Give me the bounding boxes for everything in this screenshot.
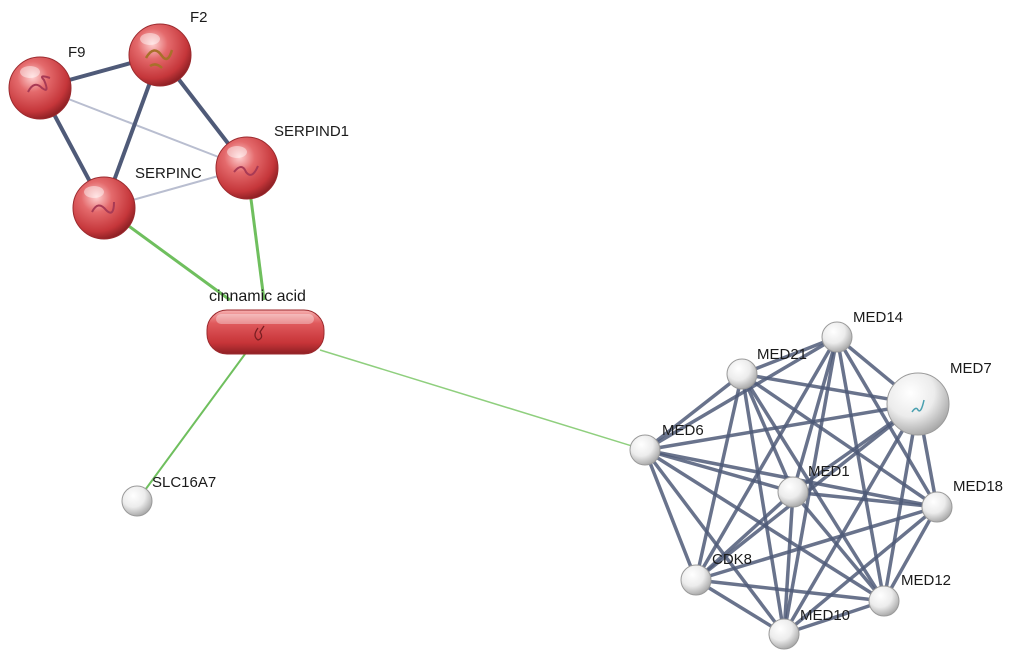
node-label-med12: MED12 xyxy=(901,572,951,589)
node-cinnamic-acid[interactable]: cinnamic acid xyxy=(206,288,325,355)
edge-f9-serpind1 xyxy=(39,87,248,169)
node-label-serpinc: SERPINC xyxy=(135,165,202,182)
protein-structure-icon xyxy=(911,399,925,413)
node-med6[interactable]: MED6 xyxy=(629,422,704,466)
edge-med xyxy=(782,403,920,635)
edge-cinnamic-med6 xyxy=(319,349,646,451)
edge-med xyxy=(782,336,839,635)
node-med10[interactable]: MED10 xyxy=(768,607,850,650)
edge-med xyxy=(695,505,938,582)
node-med12[interactable]: MED12 xyxy=(868,572,951,617)
edges xyxy=(38,53,939,636)
protein-structure-icon xyxy=(27,75,51,93)
edge-med xyxy=(741,335,838,376)
edge-med xyxy=(643,449,698,581)
edge-med xyxy=(782,491,795,635)
edge-med xyxy=(695,578,785,636)
node-med14[interactable]: MED14 xyxy=(821,309,903,353)
protein-structure-icon xyxy=(144,49,174,69)
edge-med xyxy=(740,373,795,493)
node-label-med7: MED7 xyxy=(950,360,992,377)
edge-med xyxy=(694,336,839,581)
node-cdk8[interactable]: CDK8 xyxy=(680,551,752,596)
node-label-med6: MED6 xyxy=(662,422,704,439)
edge-med xyxy=(783,599,885,636)
edge-med xyxy=(792,490,938,509)
node-serpind1[interactable]: SERPIND1 xyxy=(215,123,349,200)
node-f9[interactable]: F9 xyxy=(8,44,86,120)
edge-med xyxy=(643,448,786,636)
node-label-med1: MED1 xyxy=(808,463,850,480)
node-label-med10: MED10 xyxy=(800,607,850,624)
node-label-serpind1: SERPIND1 xyxy=(274,123,349,140)
edge-med xyxy=(643,372,744,452)
edge-med xyxy=(882,506,939,602)
node-serpinc[interactable]: SERPINC xyxy=(72,165,202,240)
edge-med xyxy=(695,578,885,603)
protein-structure-icon xyxy=(233,165,259,176)
edge-med xyxy=(791,336,839,493)
edge-med xyxy=(694,373,744,581)
node-label-med14: MED14 xyxy=(853,309,903,326)
node-med7[interactable]: MED7 xyxy=(886,360,992,436)
node-f2[interactable]: F2 xyxy=(128,9,208,87)
edge-med xyxy=(835,336,939,508)
node-med18[interactable]: MED18 xyxy=(921,478,1003,523)
edge-med xyxy=(694,490,795,582)
node-label-cinnamic-acid: cinnamic acid xyxy=(209,288,306,305)
node-label-med21: MED21 xyxy=(757,346,807,363)
protein-structure-icon xyxy=(91,201,115,214)
node-slc16a7[interactable]: SLC16A7 xyxy=(121,474,216,517)
node-label-cdk8: CDK8 xyxy=(712,551,752,568)
nodes: F9 F2 SERPIND1 SERPINC cinna xyxy=(8,9,1003,650)
edge-med xyxy=(644,402,919,452)
node-label-slc16a7: SLC16A7 xyxy=(152,474,216,491)
node-label-med18: MED18 xyxy=(953,478,1003,495)
edge-med xyxy=(791,490,886,603)
node-label-f9: F9 xyxy=(68,44,86,61)
edge-med xyxy=(782,505,939,636)
node-label-f2: F2 xyxy=(190,9,208,26)
node-med21[interactable]: MED21 xyxy=(726,346,807,390)
edge-med xyxy=(644,335,838,452)
node-med1[interactable]: MED1 xyxy=(777,463,850,508)
compound-structure-icon xyxy=(254,325,265,341)
edge-cinnamic-slc16a7 xyxy=(136,349,249,502)
